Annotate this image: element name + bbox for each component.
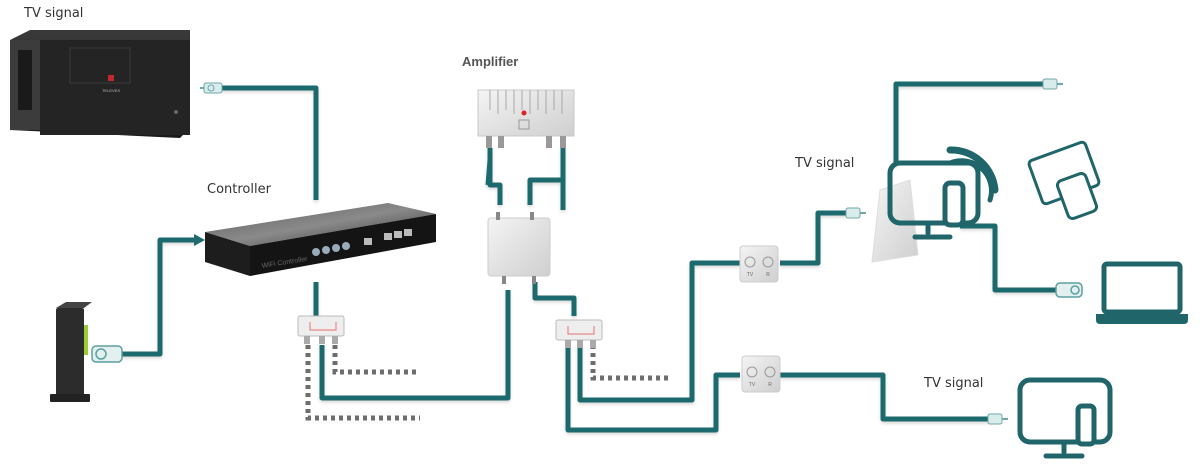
tablet-phone-icon (1027, 140, 1101, 221)
cable-lower-socket-to-plug (780, 372, 990, 422)
socket-port-tv: TV (749, 382, 756, 388)
wifi-controller: WiFi Controller (205, 203, 436, 276)
router (50, 302, 92, 402)
cable-amp-left-outer (485, 159, 493, 186)
cable-amp-right-inner (527, 177, 563, 205)
cable-amp-left-to-ap (487, 148, 503, 205)
socket-port-r: R (766, 272, 770, 278)
cable-headend-to-controller (222, 85, 319, 200)
tv-signal-label: TV signal (795, 156, 855, 171)
splitter-left (297, 315, 345, 344)
tv-signal-label: TV signal (924, 376, 984, 391)
cables (122, 81, 1058, 433)
laptop-icon (1096, 261, 1188, 324)
dashed-cable-right (590, 345, 672, 381)
cable-splitter-to-upper-socket (577, 260, 740, 403)
cable-indoor-ap-top (893, 81, 1045, 165)
tv-signal-label: TV signal (24, 6, 84, 21)
wall-socket-upper: TV R (739, 245, 779, 283)
cable-router-to-controller (122, 237, 196, 357)
controller-label: Controller (207, 182, 271, 197)
cable-splitter-to-lower-socket (565, 345, 740, 433)
dashed-cable-left-a (305, 345, 420, 421)
arrow-to-controller-icon (194, 234, 205, 246)
socket-port-tv: TV (747, 272, 754, 278)
dashed-cable-left-b (332, 345, 416, 375)
coax-plug-icon (1042, 78, 1063, 90)
coax-plug-icon (200, 82, 223, 94)
tv-wifi-icon (887, 146, 999, 240)
splitter-right (555, 319, 603, 348)
coax-plug-icon (845, 207, 866, 219)
outdoor-access-point (487, 212, 551, 284)
cable-splitter-to-ap (319, 290, 511, 401)
coax-plug-icon (987, 413, 1008, 425)
ethernet-plug-icon (1055, 282, 1083, 298)
ethernet-plug-icon (91, 345, 123, 363)
wall-socket-lower: TV R (741, 355, 781, 393)
amplifier (477, 89, 575, 148)
tv-icon (1017, 377, 1113, 459)
headend-brand: TELEVES (102, 88, 120, 93)
cable-indoor-ap-to-laptop (960, 223, 1058, 293)
cable-ap-to-splitter (532, 282, 577, 316)
headend-cabinet: TELEVES (10, 30, 190, 138)
cable-upper-socket-to-plug (780, 210, 848, 266)
amplifier-label: Amplifier (462, 54, 519, 69)
dashed-cables (305, 345, 672, 421)
socket-port-r: R (768, 382, 772, 388)
